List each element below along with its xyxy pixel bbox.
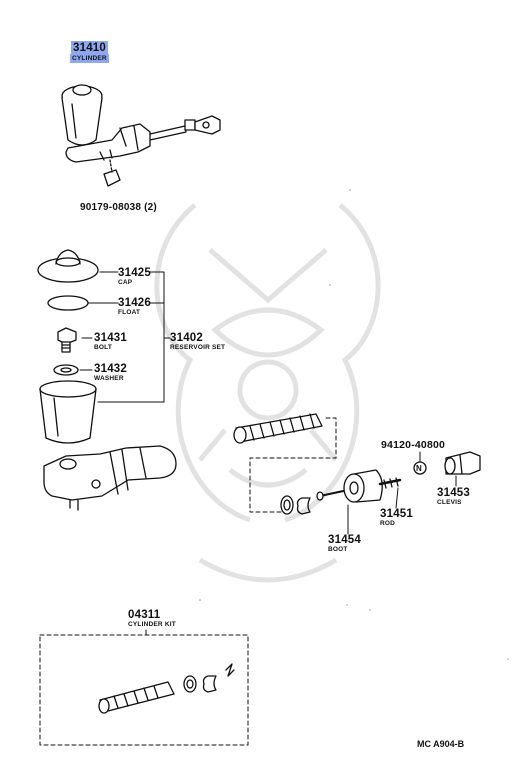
dashed-bracket (249, 417, 337, 513)
bolt-31431-drawing (57, 327, 77, 353)
clevis-31453-drawing (444, 451, 481, 475)
part-31431-number: 31431 (94, 332, 127, 344)
cylinder-body-drawing (43, 445, 177, 511)
part-31432-name: WASHER (94, 375, 124, 382)
part-31410-number: 31410 (71, 41, 108, 55)
piston-spring-drawing (233, 413, 323, 444)
svg-text:N: N (416, 464, 422, 473)
reservoir-set-bracket (79, 271, 171, 403)
boot-31454-drawing (316, 469, 383, 503)
washer-31432-drawing (53, 364, 79, 376)
diagram-code: MC A904-B (417, 739, 465, 749)
cylinder-kit-box (39, 629, 249, 746)
part-94120-number: 94120-40800 (381, 439, 446, 451)
reservoir-body-drawing (39, 380, 97, 444)
part-31426-number: 31426 (118, 297, 151, 309)
part-31453-name: CLEVIS (437, 499, 462, 506)
part-31454-name: BOOT (328, 546, 348, 553)
part-31431-name: BOLT (94, 344, 113, 351)
part-31454-number: 31454 (328, 534, 361, 546)
part-90179-number: 90179-08038 (2) (80, 202, 157, 213)
part-31402-name: RESERVOIR SET (170, 344, 226, 351)
part-31402-number: 31402 (170, 332, 203, 344)
part-31432-number: 31432 (94, 363, 127, 375)
part-04311-number: 04311 (128, 609, 161, 621)
right-leaders (347, 475, 457, 535)
scan-specks (199, 189, 509, 660)
cylinder-assembly-drawing (61, 84, 221, 163)
part-04311-name: CYLINDER KIT (128, 621, 176, 628)
part-31425-number: 31425 (118, 267, 151, 279)
watermark-emblem (154, 203, 381, 583)
part-31410-name: CYLINDER (70, 54, 109, 63)
part-31451-name: ROD (380, 520, 396, 527)
nut-94120-drawing: N (413, 451, 427, 475)
float-31426-drawing (47, 295, 89, 311)
rod-31451-drawing (378, 477, 402, 489)
seal-rings-drawing (280, 495, 311, 515)
kit-spring-drawing (98, 663, 235, 714)
part-31451-number: 31451 (380, 508, 413, 520)
nut-90179-drawing (103, 159, 121, 187)
part-31425-name: CAP (118, 279, 133, 286)
part-31426-name: FLOAT (118, 309, 141, 316)
part-31453-number: 31453 (437, 487, 470, 499)
cap-31425-drawing (37, 249, 99, 283)
